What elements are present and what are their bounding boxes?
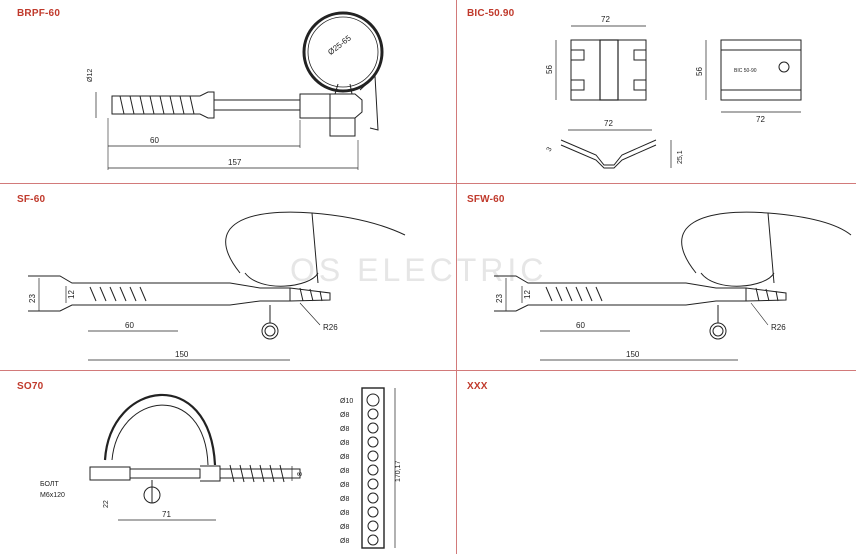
title-bic: BIC-50.90 [467,8,515,19]
dowel [111,91,215,119]
title-brpf: BRPF-60 [17,8,61,19]
svg-text:60: 60 [125,321,134,330]
strip-length: 170,17 [395,460,402,482]
bic-top-view [720,39,802,101]
drawing-strip: 170,17 [361,387,402,549]
divider-horizontal-2 [0,370,856,371]
svg-text:23: 23 [495,294,504,303]
drawing-sf: 23 12 60 150 R26 [28,211,406,361]
title-sfw: SFW-60 [467,194,505,205]
svg-text:150: 150 [175,350,189,359]
sf-anchor [28,275,291,312]
sfw-tie [681,211,852,274]
drawing-brpf: Ø25-65 Ø12 60 157 [87,11,384,170]
svg-text:БОЛТ: БОЛТ [40,481,59,488]
svg-text:72: 72 [756,115,765,124]
sfw-eye [709,322,727,340]
divider-horizontal-1 [0,183,856,184]
svg-text:12: 12 [67,290,76,299]
svg-text:71: 71 [162,510,171,519]
svg-text:72: 72 [601,15,610,24]
divider-vertical [456,0,457,554]
svg-text:72: 72 [604,119,613,128]
sfw-anchor [494,275,747,312]
dim-157: 157 [228,158,242,167]
title-so70: SO70 [17,381,44,392]
bic-front-view [570,39,647,101]
title-sf: SF-60 [17,194,46,205]
svg-text:12: 12 [523,290,532,299]
so70-bolt [89,466,131,481]
svg-text:M6x120: M6x120 [40,492,65,499]
so70-hook [103,393,217,466]
buckle [299,93,363,119]
svg-text:R26: R26 [323,323,338,332]
strip-body [361,387,385,549]
svg-text:3: 3 [546,146,554,153]
sf-eye [261,322,279,340]
svg-text:56: 56 [695,67,704,76]
svg-text:25,1: 25,1 [677,150,684,164]
sf-tie [225,211,406,274]
rod [213,99,301,111]
strip-first-hole: Ø10 [340,398,354,405]
drawing-sfw: 23 12 60 150 R26 [494,211,852,361]
drawing-so70: БОЛТ M6x120 22 71 8 [40,393,304,521]
drawing-bic: 72 56 BIC 50-90 56 72 72 3 25,1 [545,15,802,169]
svg-text:150: 150 [626,350,640,359]
svg-text:56: 56 [545,65,554,74]
bic-label: BIC 50-90 [734,68,757,74]
dim-60: 60 [150,136,159,145]
title-xxx: XXX [467,381,488,392]
watermark: OS ELECTRIC [290,252,548,288]
dim-clamp: Ø25-65 [326,33,353,57]
svg-text:60: 60 [576,321,585,330]
svg-text:8: 8 [297,472,304,476]
svg-text:23: 23 [28,294,37,303]
dim-diameter: Ø12 [87,69,94,82]
clamp-ring [302,11,384,93]
strip-labels: Ø10 Ø8 Ø8 Ø8 Ø8 Ø8 Ø8 Ø8 Ø8 Ø8 Ø8 [340,395,353,549]
svg-text:R26: R26 [771,323,786,332]
bic-side-view [560,139,657,166]
svg-text:22: 22 [103,500,110,508]
